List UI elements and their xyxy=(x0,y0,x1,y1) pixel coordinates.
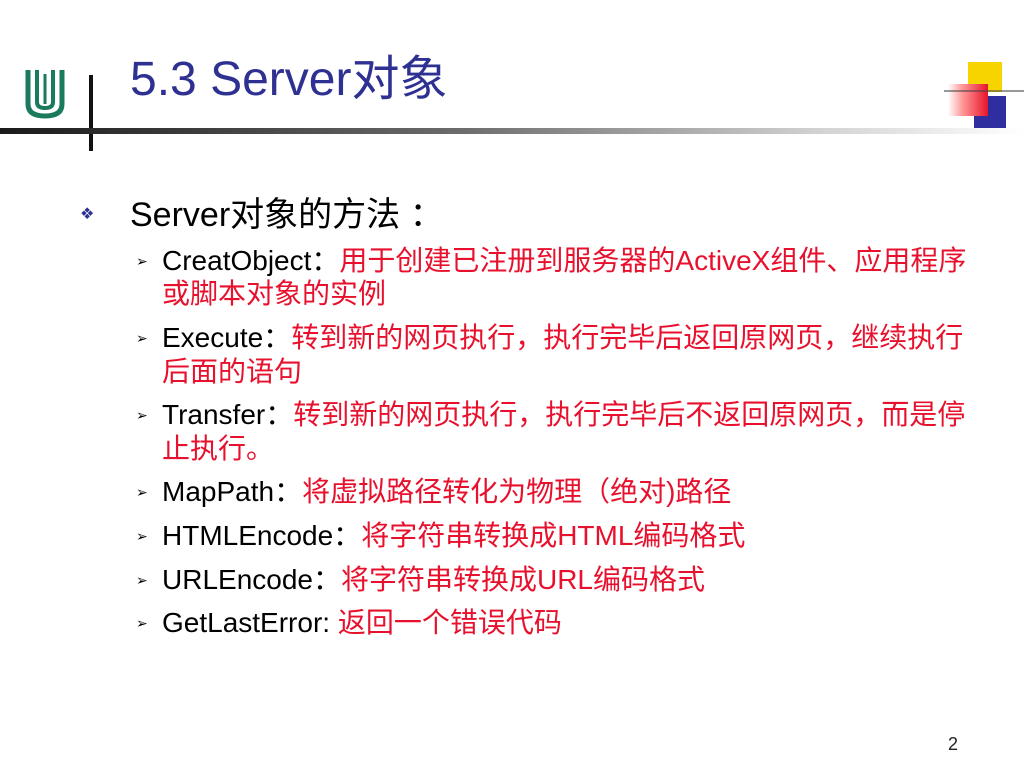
method-description: 转到新的网页执行，执行完毕后不返回原网页，而是停止执行。 xyxy=(162,399,966,464)
school-logo-icon xyxy=(20,64,70,120)
list-item: ➢ URLEncode：将字符串转换成URL编码格式 xyxy=(80,563,980,597)
decoration-line xyxy=(944,90,1024,92)
list-item: ➢ MapPath：将虚拟路径转化为物理（绝对)路径 xyxy=(80,475,980,509)
list-item: ➢ HTMLEncode：将字符串转换成HTML编码格式 xyxy=(80,519,980,553)
arrowhead-icon: ➢ xyxy=(136,407,148,424)
arrowhead-icon: ➢ xyxy=(136,484,148,501)
arrowhead-icon: ➢ xyxy=(136,527,148,544)
header-vertical-bar xyxy=(89,75,93,151)
method-name: GetLastError: xyxy=(162,607,338,639)
method-description: 返回一个错误代码 xyxy=(337,607,562,639)
method-description: 转到新的网页执行，执行完毕后返回原网页，继续执行后面的语句 xyxy=(162,321,964,387)
slide-content: ❖ Server对象的方法 ： ➢ CreatObject：用于创建已注册到服务… xyxy=(80,195,980,650)
method-name: MapPath： xyxy=(162,476,303,508)
method-name: Transfer： xyxy=(162,399,294,431)
corner-decoration xyxy=(944,58,1024,130)
header-divider xyxy=(0,128,1024,134)
method-description: 将虚拟路径转化为物理（绝对)路径 xyxy=(302,476,732,508)
method-name: CreatObject： xyxy=(162,244,340,276)
method-name: HTMLEncode： xyxy=(162,519,362,551)
slide-title: 5.3 Server对象 xyxy=(130,53,448,106)
list-item: ➢ Transfer：转到新的网页执行，执行完毕后不返回原网页，而是停止执行。 xyxy=(80,398,980,465)
diamond-cluster-icon: ❖ xyxy=(80,206,95,223)
method-name: URLEncode： xyxy=(162,563,341,595)
arrowhead-icon: ➢ xyxy=(136,329,148,346)
page-number: 2 xyxy=(948,734,959,754)
arrowhead-icon: ➢ xyxy=(136,252,148,269)
list-item: ➢ GetLastError: 返回一个错误代码 xyxy=(80,606,980,640)
method-description: 用于创建已注册到服务器的ActiveX组件、应用程序或脚本对象的实例 xyxy=(162,244,967,310)
bullet-heading: ❖ Server对象的方法 ： xyxy=(80,195,980,236)
arrowhead-icon: ➢ xyxy=(136,571,148,588)
method-description: 将字符串转换成URL编码格式 xyxy=(340,563,705,595)
list-item: ➢ Execute：转到新的网页执行，执行完毕后返回原网页，继续执行后面的语句 xyxy=(80,321,980,388)
arrowhead-icon: ➢ xyxy=(136,615,148,632)
red-gradient-square xyxy=(948,84,988,116)
method-list: ➢ CreatObject：用于创建已注册到服务器的ActiveX组件、应用程序… xyxy=(80,244,980,640)
list-item: ➢ CreatObject：用于创建已注册到服务器的ActiveX组件、应用程序… xyxy=(80,244,980,311)
heading-text: Server对象的方法 ： xyxy=(130,196,444,234)
method-description: 将字符串转换成HTML编码格式 xyxy=(361,519,746,551)
method-name: Execute： xyxy=(162,321,292,353)
